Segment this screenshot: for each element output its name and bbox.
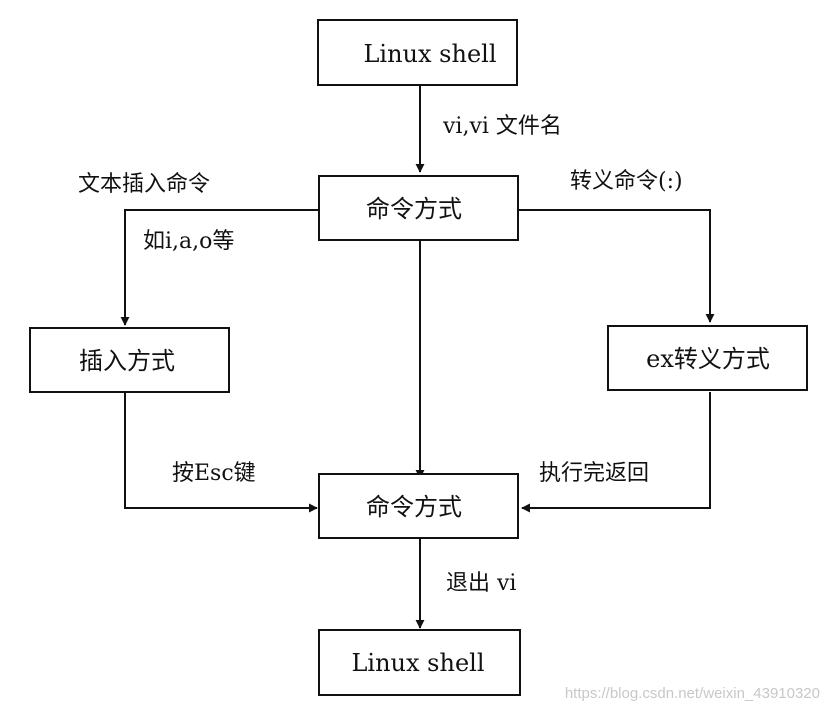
box-bottom-shell-label: Linux shell xyxy=(351,649,484,677)
arrow-ex-to-cmd xyxy=(521,392,711,513)
box-command-mode-bottom: 命令方式 xyxy=(318,473,519,539)
label-escape-command: 转义命令(:) xyxy=(570,169,683,194)
box-ex-mode-label: ex转义方式 xyxy=(646,345,770,373)
watermark: https://blog.csdn.net/weixin_43910320 xyxy=(565,685,820,702)
box-ex-mode: ex转义方式 xyxy=(607,325,808,391)
arrow-insert-to-cmd xyxy=(124,392,318,513)
box-command-mode-bottom-label: 命令方式 xyxy=(366,493,462,521)
box-insert-mode: 插入方式 xyxy=(29,327,230,393)
label-insert-examples: 如i,a,o等 xyxy=(143,229,234,254)
box-bottom-shell: Linux shell xyxy=(318,629,521,696)
arrow-cmd-to-ex xyxy=(518,209,715,323)
box-command-mode-top-label: 命令方式 xyxy=(366,195,462,223)
label-shell-to-cmd: vi,vi 文件名 xyxy=(442,114,562,139)
box-top-shell: Linux shell xyxy=(317,19,518,86)
box-command-mode-top: 命令方式 xyxy=(318,175,519,241)
label-return-after-exec: 执行完返回 xyxy=(539,461,649,486)
arrow-cmd-to-insert xyxy=(120,209,319,326)
label-exit-vi: 退出 vi xyxy=(446,571,516,596)
box-insert-mode-label: 插入方式 xyxy=(79,347,175,375)
box-top-shell-label: Linux shell xyxy=(363,40,496,68)
label-press-esc: 按Esc键 xyxy=(172,461,256,486)
label-text-insert-commands: 文本插入命令 xyxy=(78,172,210,197)
